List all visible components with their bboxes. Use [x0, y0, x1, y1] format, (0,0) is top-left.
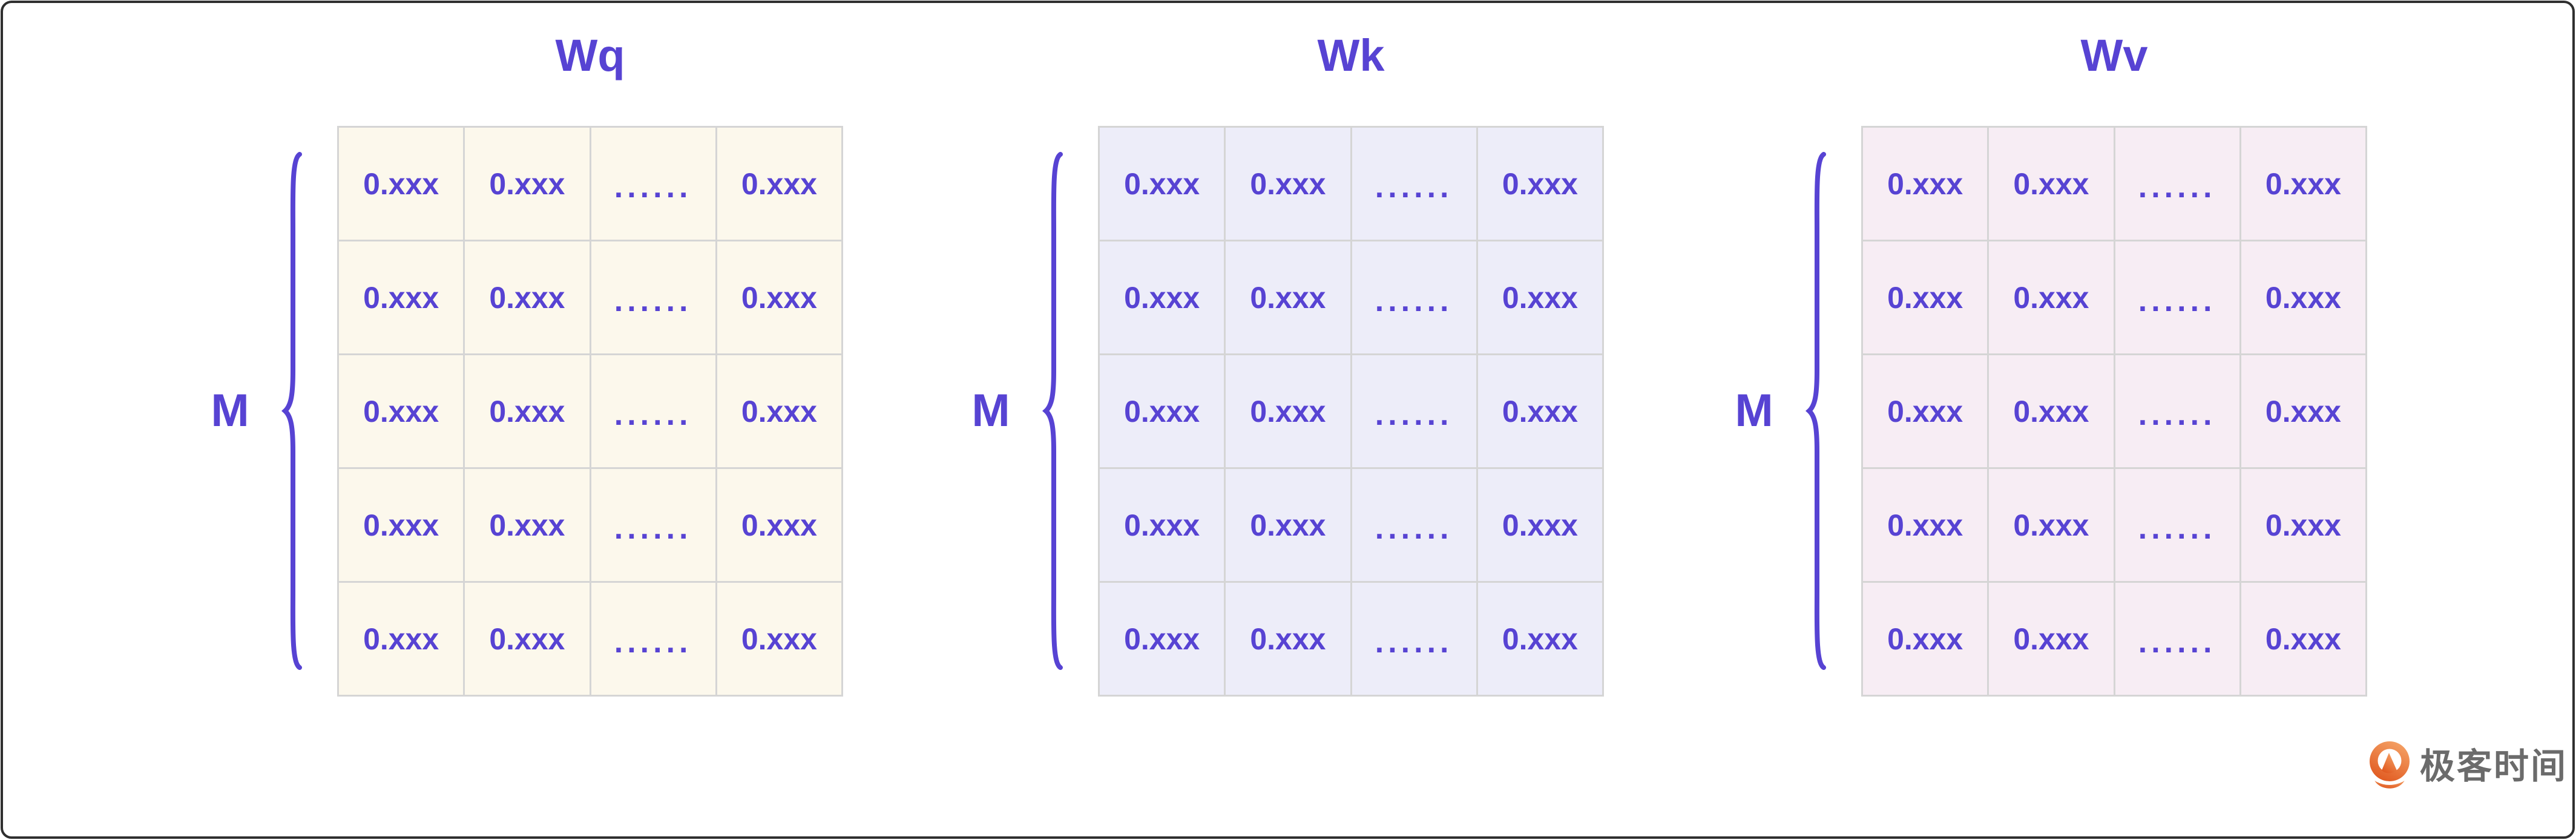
curly-brace-icon — [1806, 152, 1826, 670]
matrix-cell: 0.xxx — [339, 583, 464, 695]
matrix-cell: 0.xxx — [1863, 128, 1988, 240]
geektime-logo-text: 极客时间 — [2420, 747, 2568, 786]
matrix-cell: 0.xxx — [1477, 355, 1602, 467]
matrix-cell: 0.xxx — [2241, 583, 2365, 695]
geektime-pin-icon — [2370, 741, 2410, 789]
matrix-cell: 0.xxx — [1863, 355, 1988, 467]
matrix-cell: ...... — [2115, 469, 2239, 581]
matrix-cell: 0.xxx — [1989, 128, 2114, 240]
matrix-cell: ...... — [1352, 469, 1476, 581]
matrix-cell: ...... — [2115, 241, 2239, 353]
matrix-cell: 0.xxx — [1477, 128, 1602, 240]
matrix-cell: 0.xxx — [339, 241, 464, 353]
matrix-cell: ...... — [591, 241, 715, 353]
matrix-cell: ...... — [1352, 241, 1476, 353]
matrix-cell: 0.xxx — [717, 241, 841, 353]
matrix-cell: 0.xxx — [1226, 355, 1350, 467]
matrix-cell: 0.xxx — [1100, 241, 1224, 353]
matrix-cell: 0.xxx — [465, 469, 590, 581]
matrix-cell: 0.xxx — [1989, 583, 2114, 695]
matrix-cell: 0.xxx — [465, 128, 590, 240]
matrix-cell: ...... — [1352, 583, 1476, 695]
matrix-cell: 0.xxx — [1226, 241, 1350, 353]
matrix-cell: 0.xxx — [339, 355, 464, 467]
matrix-cell: 0.xxx — [2241, 469, 2365, 581]
matrix-cell: ...... — [591, 583, 715, 695]
matrix-cell: 0.xxx — [2241, 355, 2365, 467]
matrix-cell: ...... — [1352, 355, 1476, 467]
matrix-cell: 0.xxx — [339, 469, 464, 581]
matrix-cell: 0.xxx — [1477, 583, 1602, 695]
matrix-cell: 0.xxx — [1863, 469, 1988, 581]
matrix-cell: ...... — [591, 128, 715, 240]
row-dimension-label: M — [971, 385, 1010, 436]
geektime-logo: 极客时间 — [2368, 741, 2568, 793]
curly-brace-icon — [1042, 152, 1063, 670]
matrix-title-wv: Wv — [2080, 30, 2148, 80]
matrix-cell: 0.xxx — [1477, 241, 1602, 353]
matrix-cell: 0.xxx — [1863, 583, 1988, 695]
matrix-title-wk: Wk — [1317, 30, 1385, 80]
matrix-cell: 0.xxx — [465, 241, 590, 353]
row-dimension-label: M — [1735, 385, 1773, 436]
matrix-cell: ...... — [591, 469, 715, 581]
matrix-cell: 0.xxx — [717, 583, 841, 695]
matrix-cell: 0.xxx — [1100, 583, 1224, 695]
matrix-cell: 0.xxx — [1100, 469, 1224, 581]
matrix-cell: 0.xxx — [1989, 241, 2114, 353]
matrix-cell: 0.xxx — [717, 128, 841, 240]
matrix-cell: 0.xxx — [1100, 128, 1224, 240]
matrix-cell: 0.xxx — [465, 355, 590, 467]
matrix-cell: 0.xxx — [2241, 128, 2365, 240]
matrix-cell: 0.xxx — [2241, 241, 2365, 353]
matrix-cell: 0.xxx — [1989, 355, 2114, 467]
matrix-cell: 0.xxx — [1863, 241, 1988, 353]
matrix-cell: 0.xxx — [1226, 128, 1350, 240]
matrix-cell: 0.xxx — [1100, 355, 1224, 467]
matrix-cell: ...... — [2115, 583, 2239, 695]
matrix-cell: ...... — [1352, 128, 1476, 240]
matrix-cell: 0.xxx — [1989, 469, 2114, 581]
matrix-cell: ...... — [2115, 128, 2239, 240]
matrix-cell: 0.xxx — [1477, 469, 1602, 581]
curly-brace-icon — [281, 152, 302, 670]
matrix-cell: 0.xxx — [339, 128, 464, 240]
matrix-cell: 0.xxx — [1226, 583, 1350, 695]
matrix-cell: 0.xxx — [717, 469, 841, 581]
matrix-cell: 0.xxx — [717, 355, 841, 467]
matrix-cell: ...... — [591, 355, 715, 467]
matrix-title-wq: Wq — [555, 30, 625, 80]
matrix-cell: 0.xxx — [1226, 469, 1350, 581]
matrix-cell: 0.xxx — [465, 583, 590, 695]
row-dimension-label: M — [211, 385, 249, 436]
matrix-cell: ...... — [2115, 355, 2239, 467]
